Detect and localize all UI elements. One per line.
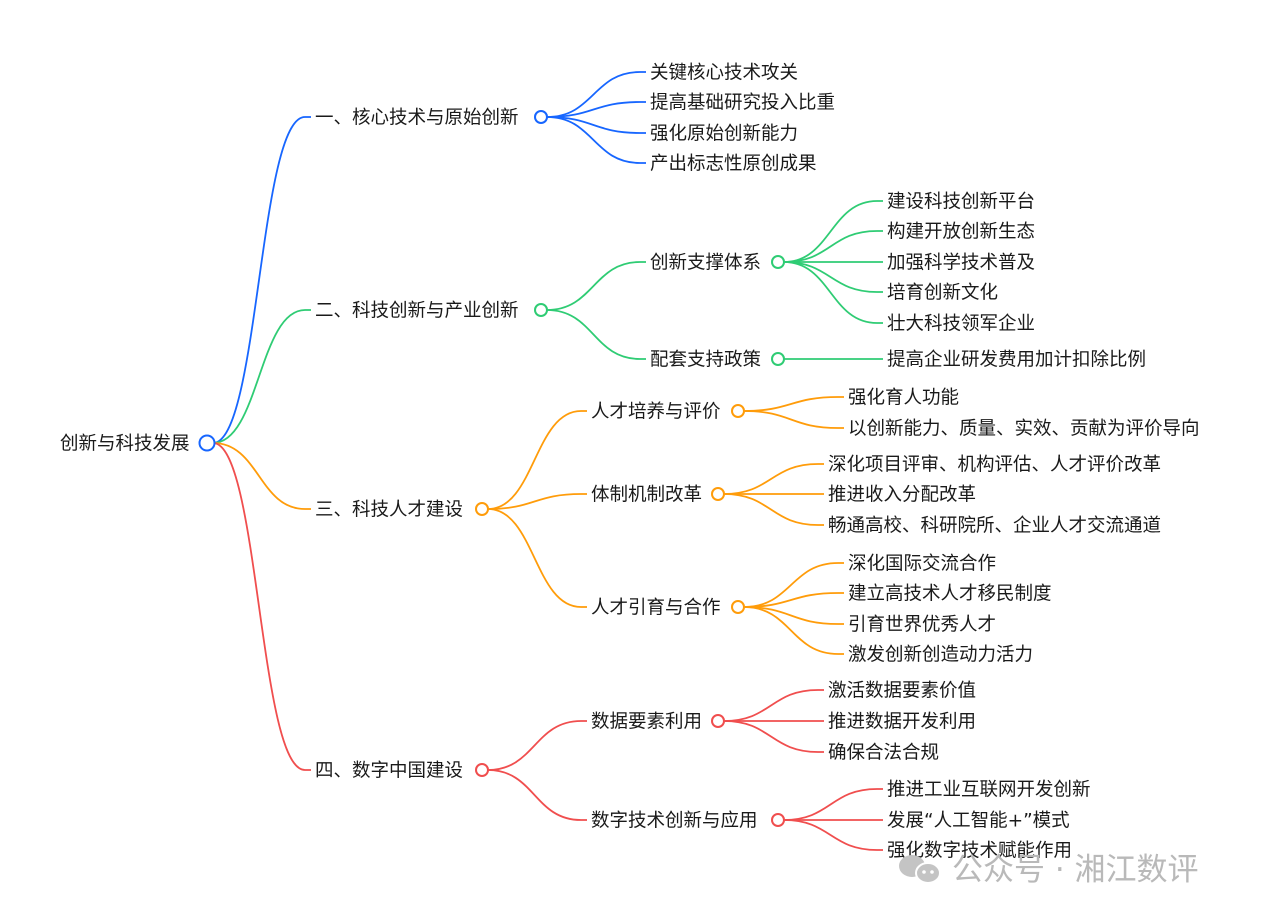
branch-node-label[interactable]: 二、科技创新与产业创新 <box>315 301 519 322</box>
leaf-node-label[interactable]: 产出标志性原创成果 <box>650 154 817 175</box>
connector-line <box>546 261 646 311</box>
connector-line <box>783 788 883 821</box>
leaf-node-label[interactable]: 提高企业研发费用加计扣除比例 <box>887 350 1146 371</box>
watermark-text: 公众号 · 湘江数评 <box>952 852 1199 888</box>
watermark: 公众号 · 湘江数评 <box>899 852 1199 888</box>
connector-line <box>743 606 844 625</box>
connector-line <box>212 116 311 444</box>
connector-line <box>743 592 844 608</box>
connector-line <box>783 261 883 324</box>
leaf-node-label[interactable]: 加强科学技术普及 <box>887 253 1035 274</box>
connector-line <box>487 720 587 771</box>
sub-collapse-toggle[interactable] <box>711 714 725 728</box>
sub-collapse-toggle[interactable] <box>711 487 725 501</box>
leaf-node-label[interactable]: 推进数据开发利用 <box>828 712 976 733</box>
branch-node-label[interactable]: 四、数字中国建设 <box>315 761 463 782</box>
leaf-node-label[interactable]: 畅通高校、科研院所、企业人才交流通道 <box>828 516 1161 537</box>
sub-node-label[interactable]: 配套支持政策 <box>650 350 761 371</box>
leaf-node-label[interactable]: 强化育人功能 <box>848 388 959 409</box>
sub-node-label[interactable]: 人才培养与评价 <box>591 402 721 423</box>
sub-node-label[interactable]: 数据要素利用 <box>591 712 702 733</box>
sub-node-label[interactable]: 数字技术创新与应用 <box>591 811 758 832</box>
sub-node-label[interactable]: 体制机制改革 <box>591 485 702 506</box>
leaf-node-label[interactable]: 提高基础研究投入比重 <box>650 93 835 114</box>
leaf-node-label[interactable]: 引育世界优秀人才 <box>848 615 996 636</box>
branch-collapse-toggle[interactable] <box>534 303 548 317</box>
sub-node-label[interactable]: 创新支撑体系 <box>650 253 761 274</box>
root-node-label[interactable]: 创新与科技发展 <box>60 434 190 455</box>
leaf-node-label[interactable]: 激活数据要素价值 <box>828 681 976 702</box>
branch-node-label[interactable]: 三、科技人才建设 <box>315 500 463 521</box>
connector-line <box>723 493 824 526</box>
leaf-node-label[interactable]: 建设科技创新平台 <box>887 192 1035 213</box>
sub-collapse-toggle[interactable] <box>731 600 745 614</box>
connector-line <box>546 101 646 118</box>
branch-collapse-toggle[interactable] <box>534 110 548 124</box>
connector-line <box>546 309 646 360</box>
leaf-node-label[interactable]: 强化原始创新能力 <box>650 124 798 145</box>
leaf-node-label[interactable]: 激发创新创造动力活力 <box>848 645 1033 666</box>
connector-line <box>546 116 646 134</box>
leaf-node-label[interactable]: 推进工业互联网开发创新 <box>887 780 1091 801</box>
connector-line <box>723 689 824 722</box>
connector-line <box>487 769 587 821</box>
connector-line <box>743 606 844 655</box>
leaf-node-label[interactable]: 深化项目评审、机构评估、人才评价改革 <box>828 455 1161 476</box>
connector-line <box>212 309 311 444</box>
edges <box>212 71 883 851</box>
sub-node-label[interactable]: 人才引育与合作 <box>591 598 721 619</box>
leaf-node-label[interactable]: 确保合法合规 <box>828 743 939 764</box>
branch-collapse-toggle[interactable] <box>475 763 489 777</box>
connector-line <box>723 720 824 753</box>
connector-line <box>487 508 587 608</box>
connector-line <box>743 396 844 412</box>
branch-collapse-toggle[interactable] <box>475 502 489 516</box>
connector-line <box>546 71 646 118</box>
connector-line <box>783 230 883 263</box>
sub-collapse-toggle[interactable] <box>771 255 785 269</box>
connector-line <box>487 493 587 510</box>
root-collapse-toggle[interactable] <box>198 434 216 452</box>
leaf-node-label[interactable]: 构建开放创新生态 <box>887 222 1035 243</box>
leaf-node-label[interactable]: 推进收入分配改革 <box>828 485 976 506</box>
leaf-node-label[interactable]: 建立高技术人才移民制度 <box>848 584 1052 605</box>
wechat-icon <box>899 855 941 884</box>
leaf-node-label[interactable]: 壮大科技领军企业 <box>887 314 1035 335</box>
connector-line <box>723 463 824 495</box>
sub-collapse-toggle[interactable] <box>731 404 745 418</box>
branch-node-label[interactable]: 一、核心技术与原始创新 <box>315 108 519 129</box>
leaf-node-label[interactable]: 发展“人工智能+”模式 <box>887 811 1070 832</box>
connector-line <box>212 442 311 771</box>
sub-collapse-toggle[interactable] <box>771 352 785 366</box>
leaf-node-label[interactable]: 培育创新文化 <box>887 283 998 304</box>
connector-line <box>783 200 883 263</box>
connector-line <box>783 819 883 851</box>
connector-line <box>743 562 844 608</box>
leaf-node-label[interactable]: 深化国际交流合作 <box>848 554 996 575</box>
connector-line <box>487 410 587 510</box>
nodes: 创新与科技发展 一、核心技术与原始创新 关键核心技术攻关提高基础研究投入比重强化原始… <box>60 63 1200 862</box>
connector-line <box>546 116 646 164</box>
leaf-node-label[interactable]: 关键核心技术攻关 <box>650 63 798 84</box>
connector-line <box>212 442 311 510</box>
leaf-node-label[interactable]: 强化数字技术赋能作用 <box>887 841 1072 862</box>
sub-collapse-toggle[interactable] <box>771 813 785 827</box>
connector-line <box>743 410 844 429</box>
leaf-node-label[interactable]: 以创新能力、质量、实效、贡献为评价导向 <box>848 419 1200 440</box>
connector-line <box>783 261 883 293</box>
